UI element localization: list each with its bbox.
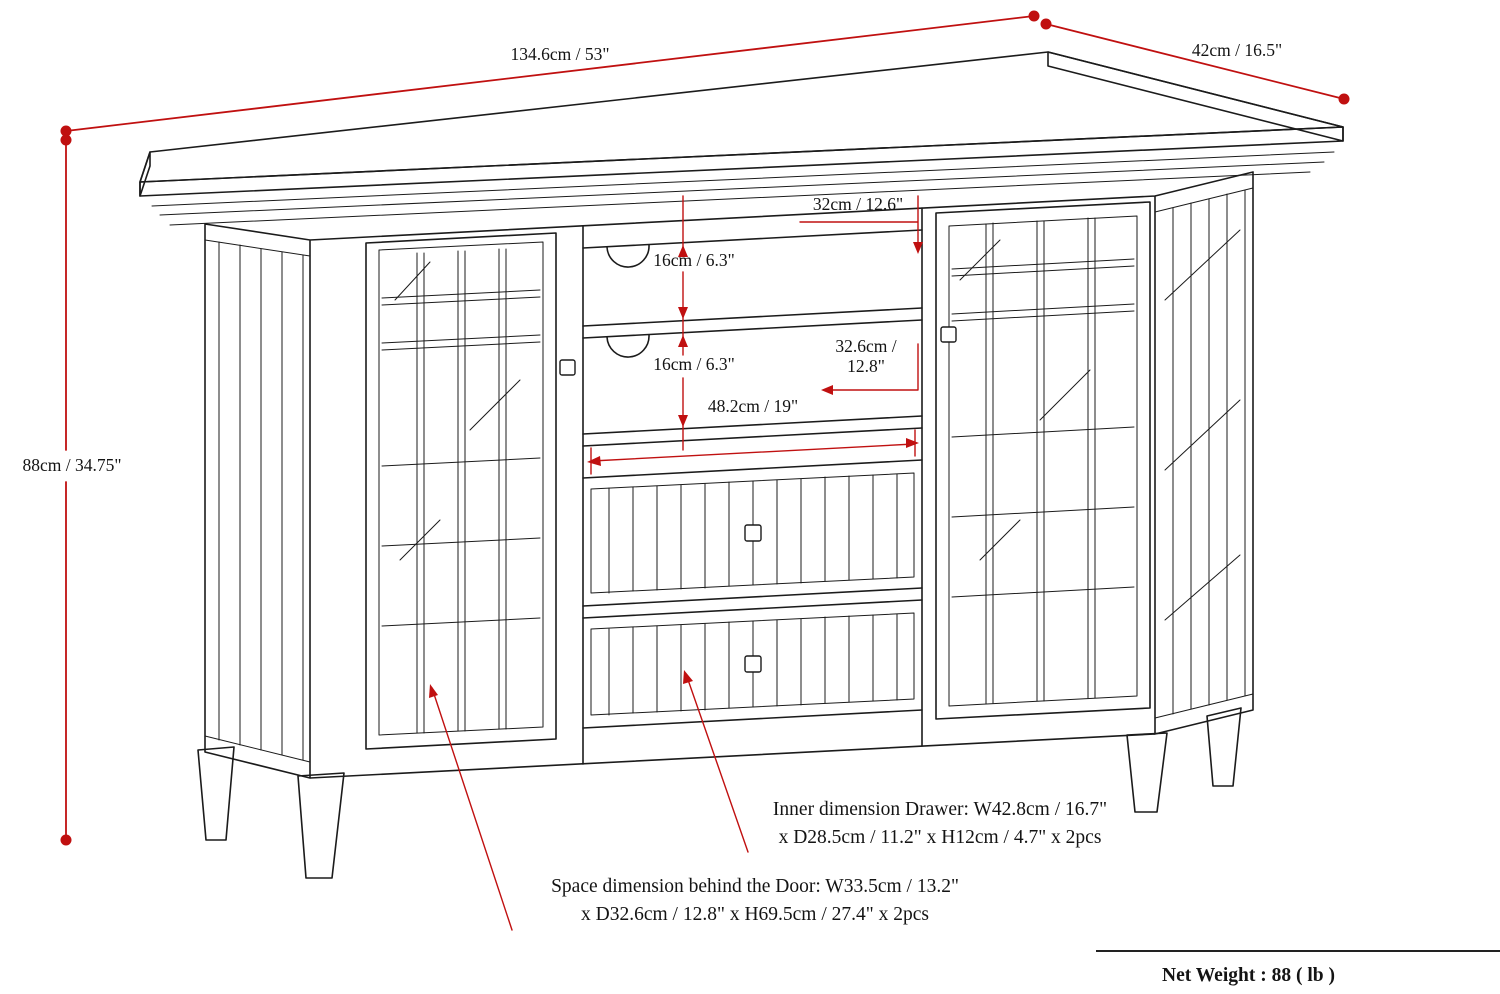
top-rail-bottom xyxy=(582,229,923,249)
left-door-frame xyxy=(365,232,557,750)
right-door-crossbars xyxy=(951,258,1135,322)
right-door-frame xyxy=(935,201,1151,720)
drawer-top-beadboard xyxy=(608,473,898,594)
opening-width-dimension: 48.2cm / 19" xyxy=(587,396,919,475)
center-stiles xyxy=(582,207,923,765)
arrowhead xyxy=(678,415,688,427)
middle-depth-dimension: 32.6cm / 12.8" xyxy=(821,336,919,395)
opening-width-label: 48.2cm / 19" xyxy=(708,396,798,416)
right-glass-door xyxy=(935,201,1151,720)
width-dimension: 134.6cm / 53" xyxy=(60,10,1040,137)
right-side-slats xyxy=(1172,189,1246,715)
drawer-bottom xyxy=(582,599,923,729)
right-side-panel xyxy=(1164,189,1246,715)
shelf-gap-1-label: 16cm / 6.3" xyxy=(653,250,735,270)
middle-depth-label-line2: 12.8" xyxy=(847,356,885,376)
arrowhead xyxy=(678,307,688,319)
carcass-outline xyxy=(204,171,1254,779)
shelf-2 xyxy=(582,415,923,447)
middle-depth-label-line1: 32.6cm / xyxy=(835,336,896,356)
cable-hole-middle xyxy=(606,334,650,358)
arrowhead xyxy=(678,335,688,347)
top-molding-lines xyxy=(151,151,1335,226)
net-weight-footer: Net Weight : 88 ( lb ) xyxy=(1096,950,1500,986)
front-left-leg xyxy=(297,772,345,879)
depth-dimension: 42cm / 16.5" xyxy=(1040,18,1350,105)
width-dimension-label: 134.6cm / 53" xyxy=(510,44,609,64)
top-shelf-depth-dimension: 32cm / 12.6" xyxy=(799,194,923,254)
drawer-top-knob xyxy=(744,524,762,542)
left-door-mullions xyxy=(416,248,507,734)
dimension-endpoint-dot xyxy=(60,834,72,846)
right-side-shading xyxy=(1164,229,1241,621)
arrowhead xyxy=(683,670,693,684)
right-door-glass-shine xyxy=(959,239,1091,561)
arrowhead xyxy=(906,438,919,448)
left-side-panel xyxy=(218,241,304,761)
door-note-line1: Space dimension behind the Door: W33.5cm… xyxy=(551,876,959,897)
back-left-leg xyxy=(197,746,235,841)
dimension-endpoint-dot xyxy=(1028,10,1040,22)
drawer-bottom-beadboard xyxy=(608,613,898,716)
dimension-endpoint-dot xyxy=(1338,93,1350,105)
arrowhead xyxy=(587,456,601,466)
right-door-inner-shelves xyxy=(951,426,1135,598)
drawer-note-line2: x D28.5cm / 11.2" x H12cm / 4.7" x 2pcs xyxy=(779,827,1102,848)
drawer-bottom-knob xyxy=(744,655,762,673)
dimension-endpoint-dot xyxy=(60,125,72,137)
left-side-slats xyxy=(218,241,304,761)
legs xyxy=(197,707,1242,879)
left-door-glass-shine xyxy=(394,261,521,561)
center-shelf-section xyxy=(582,229,923,447)
shelf-1 xyxy=(582,307,923,339)
right-door-knob xyxy=(940,326,957,343)
arrowhead xyxy=(678,245,688,257)
left-door-crossbars xyxy=(381,289,541,351)
back-right-leg xyxy=(1206,707,1242,787)
front-right-leg xyxy=(1126,732,1168,813)
left-door-inner-shelves xyxy=(381,457,541,627)
shelf-gap-dimensions: 16cm / 6.3" 16cm / 6.3" xyxy=(653,195,735,451)
height-dimension-label: 88cm / 34.75" xyxy=(22,455,121,475)
shelf-gap-2-label: 16cm / 6.3" xyxy=(653,354,735,374)
door-note-line2: x D32.6cm / 12.8" x H69.5cm / 27.4" x 2p… xyxy=(581,904,929,925)
depth-dimension-label: 42cm / 16.5" xyxy=(1192,40,1282,60)
top-shelf-depth-label: 32cm / 12.6" xyxy=(813,194,903,214)
drawer-annotation-leader: Inner dimension Drawer: W42.8cm / 16.7" … xyxy=(683,670,1107,853)
net-weight-label: Net Weight : 88 ( lb ) xyxy=(1162,965,1335,986)
arrowhead xyxy=(429,684,438,698)
side-rails xyxy=(204,187,1254,763)
height-dimension: 88cm / 34.75" xyxy=(22,134,122,846)
dimension-endpoint-dot xyxy=(60,134,72,146)
drawer-top xyxy=(582,459,923,607)
left-glass-door xyxy=(365,232,576,750)
cable-hole-top xyxy=(606,244,650,268)
dimension-endpoint-dot xyxy=(1040,18,1052,30)
arrowhead xyxy=(821,385,833,395)
arrowhead xyxy=(913,242,923,254)
door-annotation-leader: Space dimension behind the Door: W33.5cm… xyxy=(429,684,959,931)
top-panel xyxy=(139,51,1344,226)
right-door-mullions xyxy=(985,217,1096,705)
left-door-knob xyxy=(559,359,576,376)
drawer-note-line1: Inner dimension Drawer: W42.8cm / 16.7" xyxy=(773,799,1107,820)
